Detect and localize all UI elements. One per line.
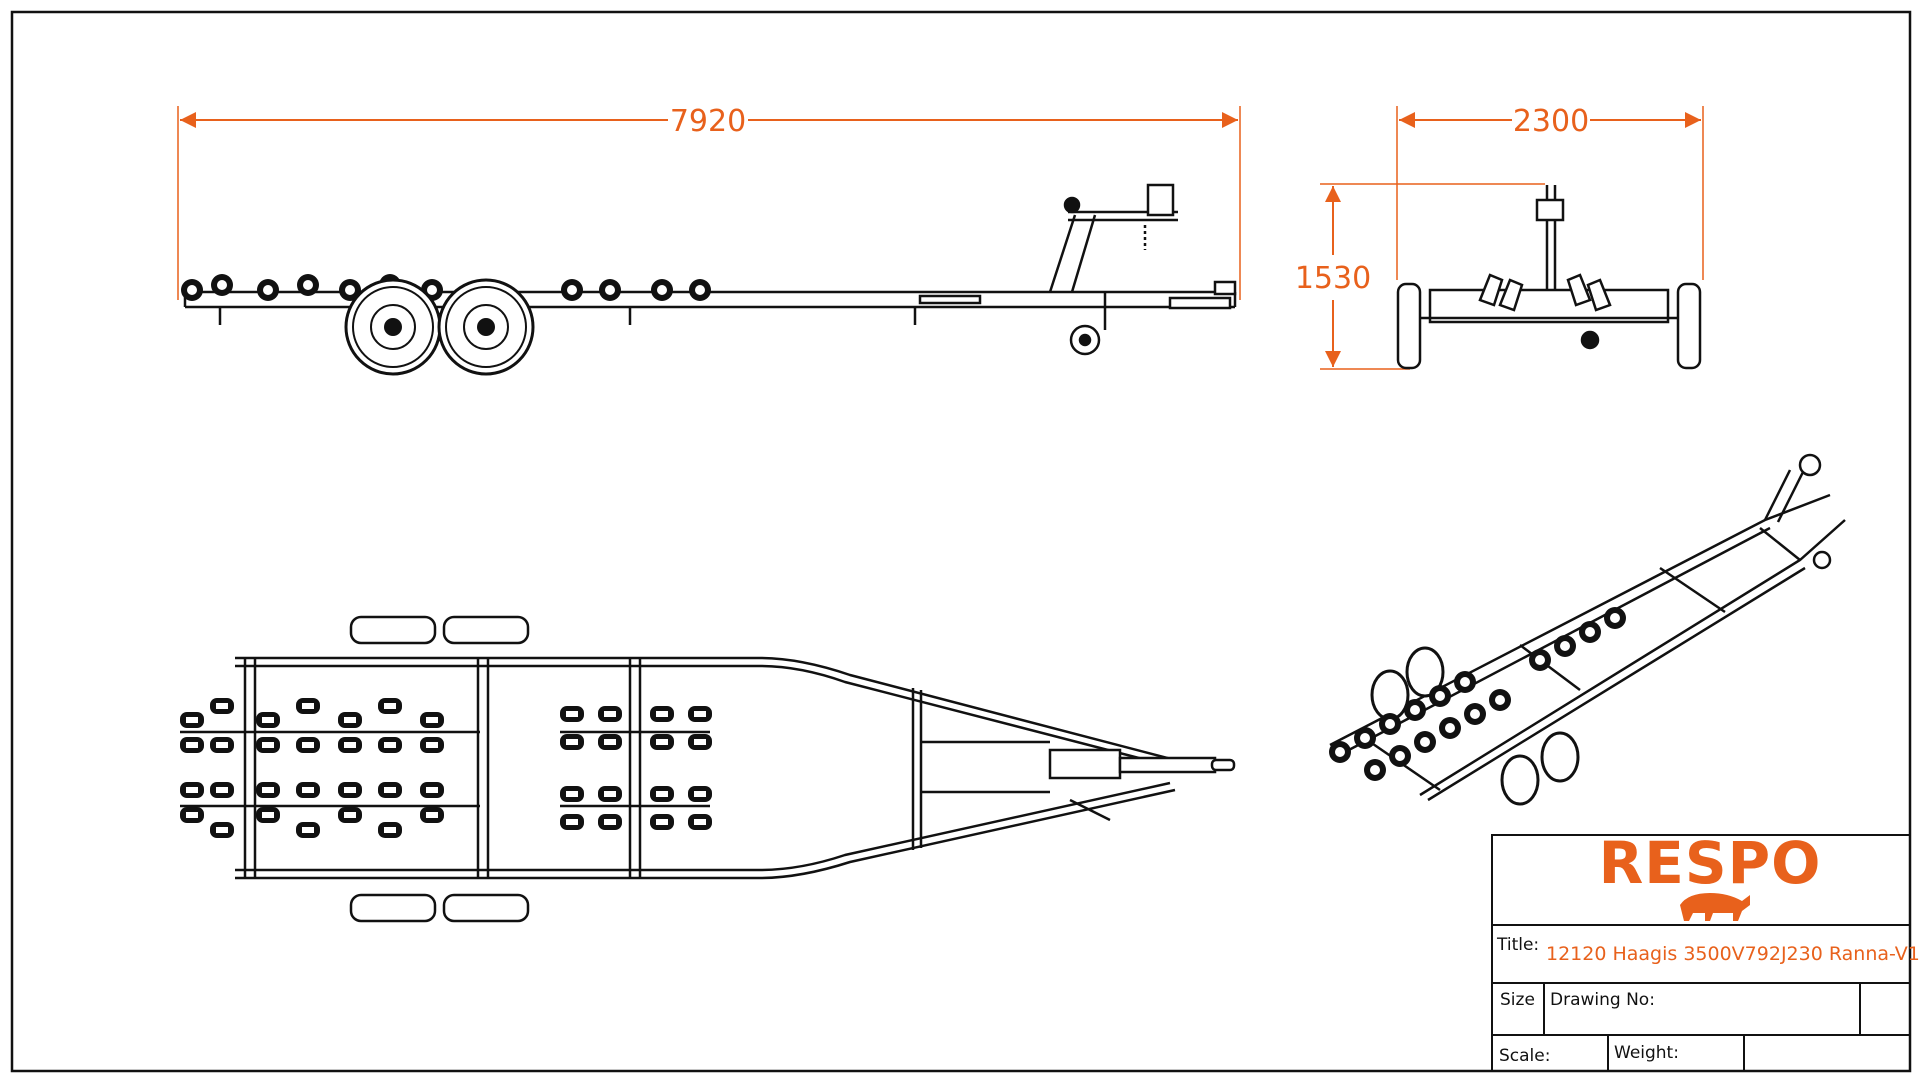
title-block: RESPO Title: 12120 Haagis 3500V792J230 R… — [1491, 829, 1920, 1072]
height-dimension-value: 1530 — [1295, 261, 1371, 296]
top-view — [180, 615, 1236, 923]
sheet-border — [10, 10, 1912, 1073]
top-frame — [180, 656, 1236, 880]
width-dimension: 2300 — [1396, 104, 1704, 280]
isometric-view — [1329, 453, 1846, 806]
drawing-no-label: Drawing No: — [1550, 990, 1655, 1010]
brand-logo: RESPO — [1599, 829, 1822, 897]
side-frame — [183, 183, 1237, 356]
top-view-tyres — [349, 615, 530, 923]
drawing-title: 12120 Haagis 3500V792J230 Ranna-V1- — [1546, 943, 1920, 965]
front-frame — [1396, 185, 1702, 370]
length-dimension-value: 7920 — [670, 104, 746, 139]
height-dimension: 1530 — [1295, 183, 1545, 370]
side-view: 7920 — [177, 104, 1241, 376]
front-view: 2300 1530 — [1295, 104, 1704, 370]
scale-label: Scale: — [1499, 1046, 1550, 1066]
width-dimension-value: 2300 — [1513, 104, 1589, 139]
bull-logo-icon — [1680, 893, 1750, 921]
title-label: Title: — [1496, 935, 1539, 955]
isometric-wheels — [1370, 646, 1580, 806]
weight-label: Weight: — [1614, 1043, 1679, 1063]
side-view-rollers — [181, 274, 711, 301]
length-dimension: 7920 — [177, 104, 1241, 300]
top-view-rollers — [180, 698, 712, 838]
size-label: Size — [1500, 990, 1535, 1010]
